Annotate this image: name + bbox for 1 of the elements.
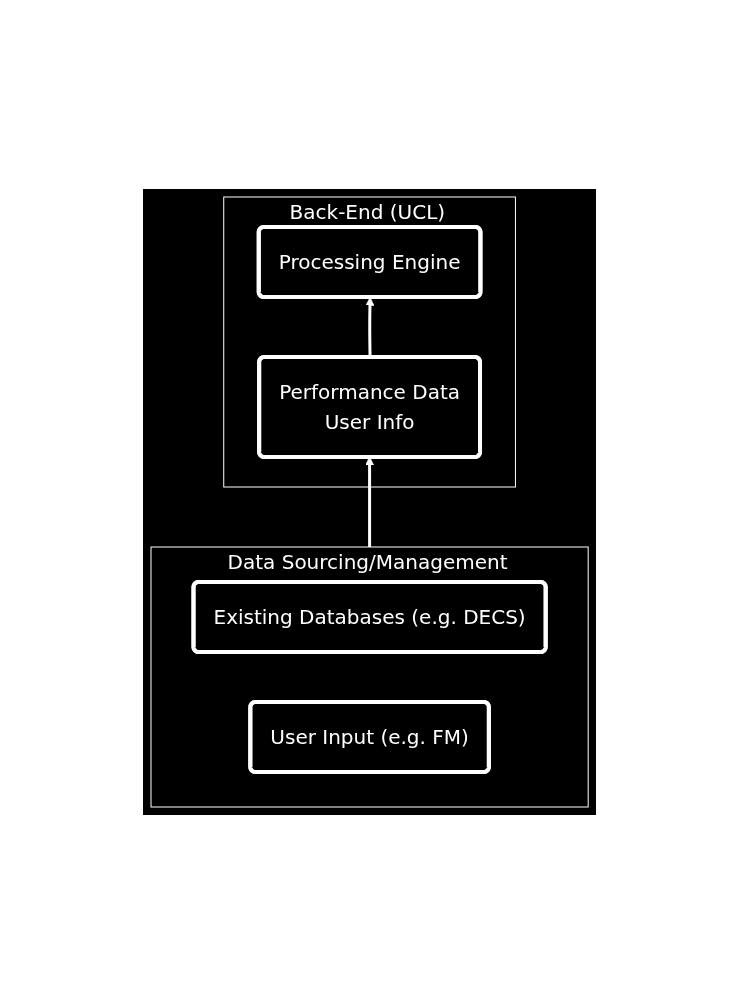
arrow	[365, 297, 375, 358]
